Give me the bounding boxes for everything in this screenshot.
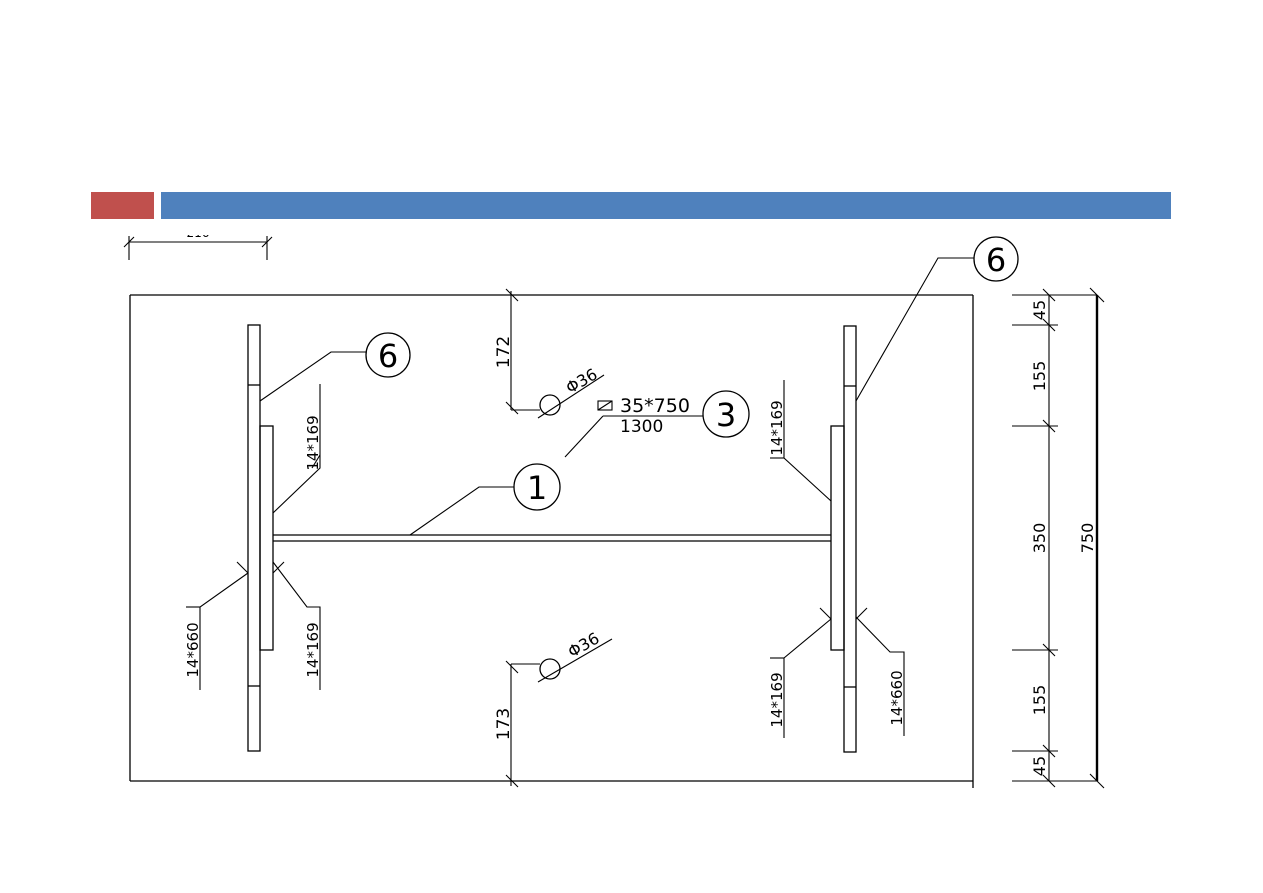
right-dimension-chain: 45 155 350 155 45 750: [1012, 287, 1105, 789]
dim-seg-2-text: 155: [1030, 361, 1049, 392]
weld-left-bottom: 14*169: [272, 561, 322, 690]
stiffener-spec-text: 35*750: [620, 395, 690, 417]
balloon-plate-right-text: 6: [986, 241, 1006, 279]
weld-right-top-text: 14*169: [768, 400, 786, 455]
hole-bottom: Φ36: [537, 629, 613, 683]
left-flange: [247, 324, 274, 752]
drawing-outline: [129, 294, 974, 788]
weld-right-bottom: 14*169: [768, 607, 832, 738]
hole-top-text: Φ36: [563, 365, 601, 398]
top-offset-text: 172: [494, 336, 514, 368]
balloon-web-text: 1: [527, 469, 547, 507]
dim-seg-3-text: 350: [1030, 523, 1049, 554]
balloon-plate-right: 6: [855, 236, 1019, 402]
weld-right-top: 14*169: [768, 380, 832, 502]
balloon-stiffener-text: 3: [716, 396, 736, 434]
header-accent-blue: [161, 192, 1171, 219]
header-accent-red: [91, 192, 154, 219]
weld-right-outer-text: 14*660: [888, 670, 906, 725]
stiffener-length-text: 1300: [620, 417, 663, 437]
top-offset-dimension: 172: [494, 288, 540, 415]
weld-left-top: 14*169: [272, 384, 322, 514]
weld-right-bottom-text: 14*169: [768, 672, 786, 727]
bottom-offset-dimension: 173: [494, 660, 540, 788]
dim-seg-1-text: 45: [1030, 300, 1049, 320]
balloon-plate-left: 6: [259, 332, 411, 402]
hole-bottom-text: Φ36: [565, 629, 603, 662]
balloon-stiffener: 3 35*750 1300: [564, 390, 750, 458]
dim-total-text: 750: [1078, 523, 1097, 554]
dim-seg-5-text: 45: [1030, 756, 1049, 776]
balloon-plate-left-text: 6: [378, 337, 398, 375]
balloon-web: 1: [409, 463, 561, 536]
weld-right-outer: 14*660: [855, 607, 906, 736]
web-plate: [273, 534, 831, 542]
hole-top: Φ36: [537, 365, 605, 419]
weld-left-bottom-text: 14*169: [304, 622, 322, 677]
right-flange: [830, 325, 857, 753]
weld-left-outer-text: 14*660: [184, 622, 202, 677]
weld-left-outer: 14*660: [184, 561, 249, 690]
bottom-offset-text: 173: [494, 708, 514, 740]
weld-left-top-text: 14*169: [304, 415, 322, 470]
dim-seg-4-text: 155: [1030, 685, 1049, 716]
clip-mask: [120, 219, 320, 235]
